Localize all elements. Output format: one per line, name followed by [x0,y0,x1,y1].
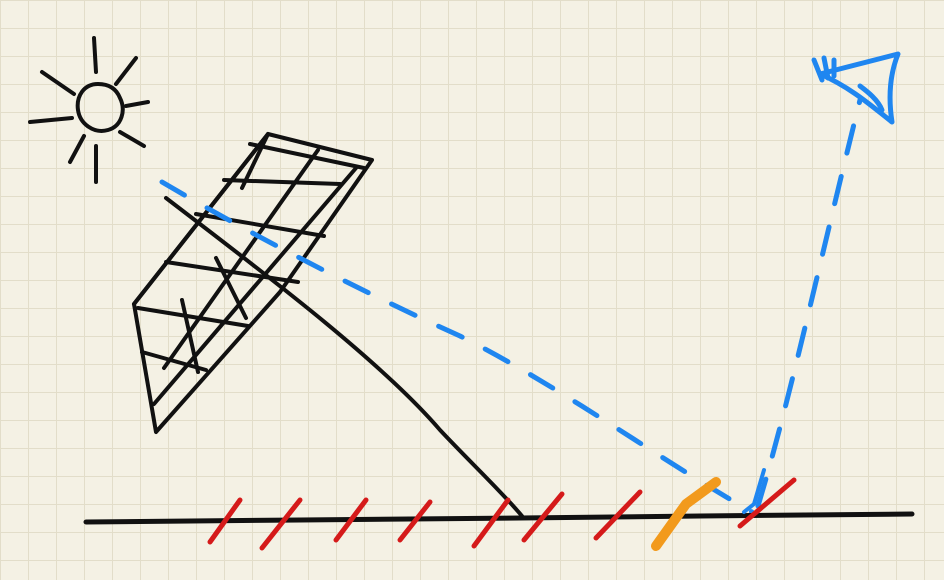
hatch-mark [397,499,433,543]
panel-grid-line [180,298,200,374]
panel-grid-line [248,142,366,170]
sun-disc [75,82,125,133]
sun-ray [114,56,138,86]
hatch-mark [521,491,565,543]
solar-panel [132,132,374,434]
panel-grid-line [152,166,358,406]
hatch-mark [737,477,797,529]
sun-ray [124,100,150,108]
hatch-mark [259,497,303,551]
panel-grid-line [164,260,300,284]
ground-hatching [207,477,797,551]
sun-ray [28,116,74,124]
support-strut [164,196,524,518]
hatch-mark [593,489,643,541]
reflected-light-ray [755,97,863,509]
panel-grid-line [194,212,326,238]
sun-ray [118,130,146,148]
hatch-mark [471,497,511,549]
panel-grid-line [222,178,342,186]
sun-ray [68,134,86,164]
panel-grid-line [136,306,250,328]
reflection-point-marker [651,477,721,551]
sun-ray [92,36,98,74]
reflection-tick [742,468,766,514]
incident-light-ray [159,179,755,515]
eye-lash [811,57,825,83]
sun-ray [40,70,76,96]
eye-pupil [857,83,885,113]
sun-icon [28,36,150,184]
eye-icon [811,51,901,125]
hatch-mark [207,497,243,545]
ground-line [83,511,915,525]
eye-shape [817,51,901,125]
panel-grid-line [132,132,270,306]
hatch-mark [333,497,369,543]
eye-lash [821,55,831,81]
panel-grid-line [214,256,248,320]
